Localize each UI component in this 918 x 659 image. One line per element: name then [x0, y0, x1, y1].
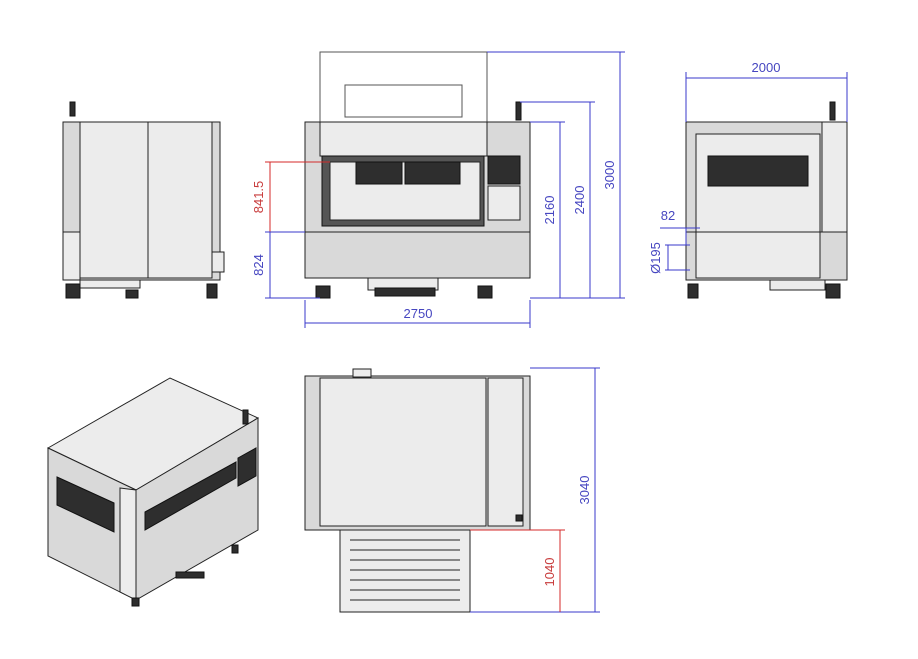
dim-1040: 1040	[542, 558, 557, 587]
dim-824: 824	[251, 254, 266, 276]
dim-2400: 2400	[572, 186, 587, 215]
dim-3000: 3000	[602, 161, 617, 190]
dimension-lines	[265, 51, 848, 613]
isometric-view	[46, 377, 260, 607]
dim-2750: 2750	[404, 306, 433, 321]
dim-841-5: 841.5	[251, 181, 266, 214]
front-view	[304, 51, 531, 299]
right-side-view	[685, 101, 848, 299]
left-side-view	[62, 101, 225, 299]
dim-2000: 2000	[752, 60, 781, 75]
dim-2160: 2160	[542, 196, 557, 225]
dim-3040: 3040	[577, 476, 592, 505]
dim-diameter-195: Ø195	[648, 242, 663, 274]
top-view	[304, 368, 531, 613]
dim-82: 82	[661, 208, 675, 223]
